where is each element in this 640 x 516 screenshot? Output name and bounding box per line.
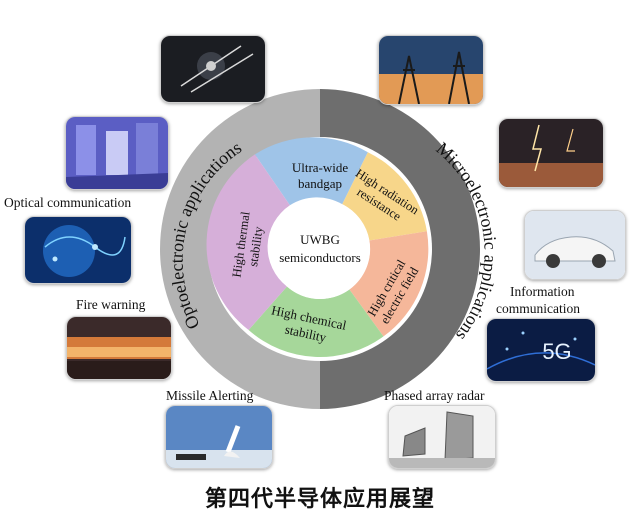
lightning-storm-image — [498, 118, 604, 188]
chemical-stability-wedge — [248, 286, 384, 358]
fire-sky-image — [66, 316, 172, 380]
center-circle — [270, 199, 370, 299]
power-towers-image — [378, 35, 484, 105]
satellite-image — [160, 35, 266, 103]
thermal-stability-wedge — [206, 154, 290, 330]
ultra-wide-label-2: bandgap — [298, 176, 342, 191]
missile-launch-image — [165, 405, 273, 469]
fire-warning-label: Fire warning — [76, 297, 146, 312]
5g-text: 5G — [542, 339, 571, 364]
5g-network-image: 5G — [486, 318, 596, 382]
communication-label: communication — [496, 301, 580, 316]
network-globe-image — [24, 216, 132, 284]
center-subtitle: semiconductors — [279, 250, 361, 265]
microelectronic-ring-segment — [320, 89, 480, 409]
missile-alerting-label: Missile Alerting — [166, 388, 254, 403]
optoelectronic-ring-segment — [160, 89, 320, 409]
ultra-wide-label-1: Ultra-wide — [292, 160, 349, 175]
optical-communication-label: Optical communication — [4, 195, 132, 210]
blue-equipment-image — [65, 116, 169, 190]
caption: 第四代半导体应用展望 — [204, 487, 435, 512]
critical-electric-field-wedge — [349, 231, 429, 337]
thermal-label-2: stability — [246, 225, 266, 268]
center-title: UWBG — [300, 232, 340, 247]
electric-car-image — [524, 210, 626, 280]
radar-array-image — [388, 405, 496, 469]
ultra-wide-bandgap-wedge — [254, 137, 368, 206]
radiation-resistance-wedge — [342, 152, 427, 241]
information-label: Information — [510, 284, 575, 299]
phased-array-radar-label: Phased array radar — [384, 388, 485, 403]
